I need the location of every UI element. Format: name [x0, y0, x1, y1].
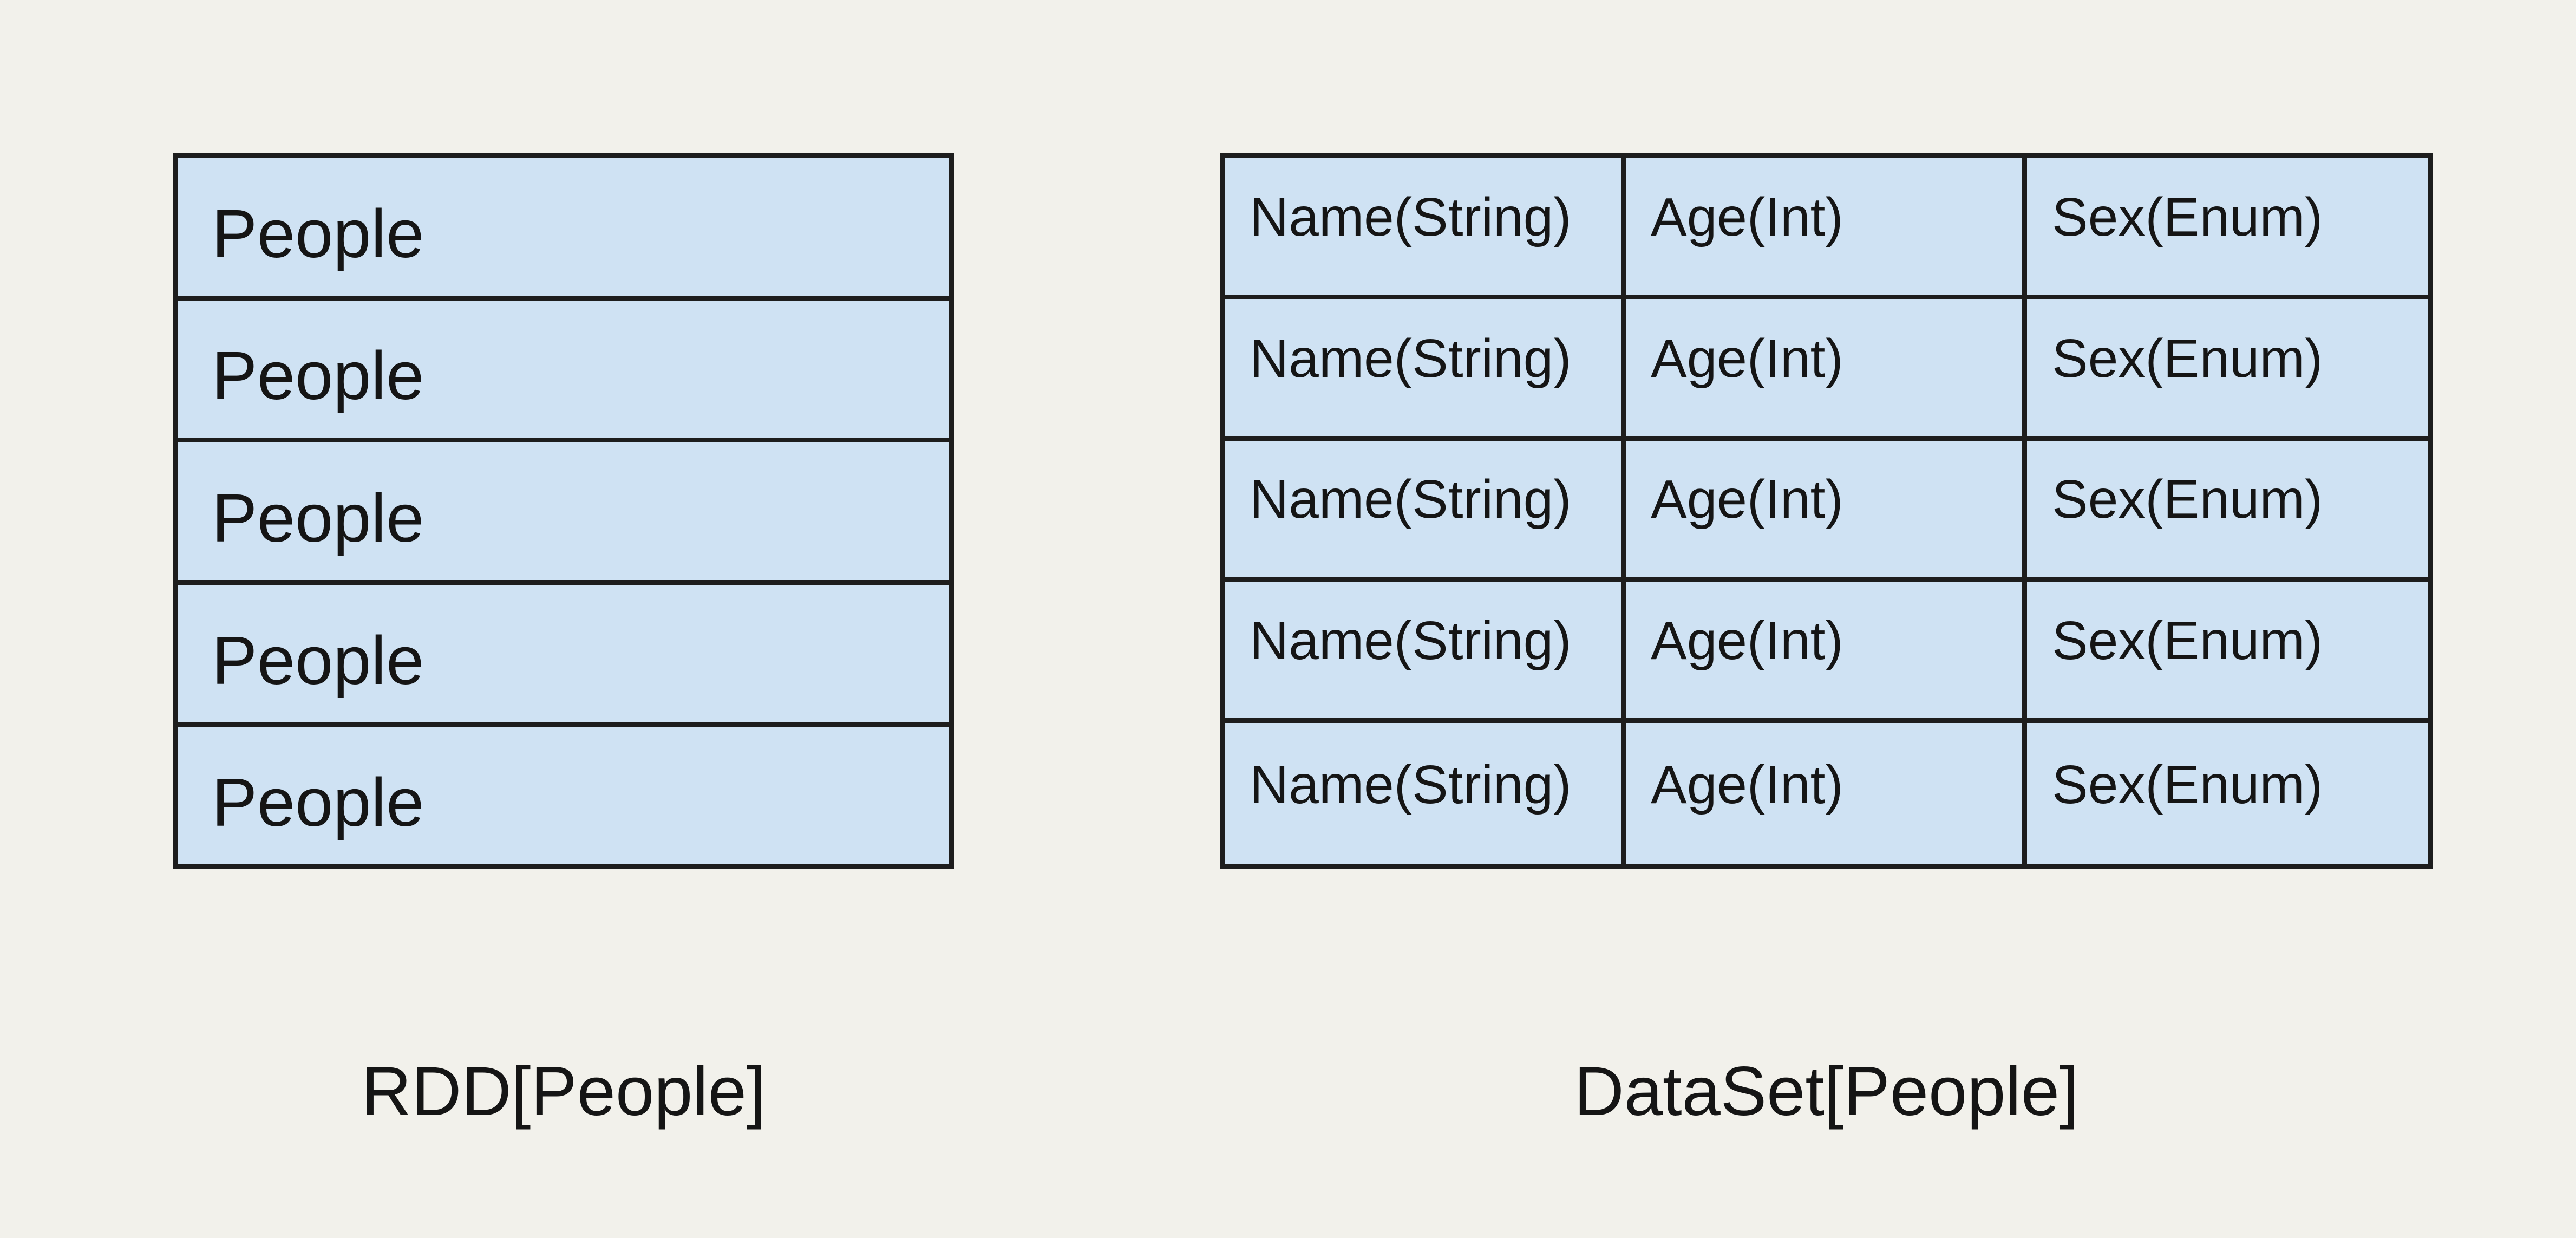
dataset-cell: Name(String): [1225, 440, 1626, 582]
dataset-cell: Name(String): [1225, 299, 1626, 441]
dataset-cell: Sex(Enum): [2027, 299, 2428, 441]
dataset-cell: Sex(Enum): [2027, 441, 2428, 582]
rdd-table: People People People People People: [173, 153, 954, 869]
dataset-cell: Sex(Enum): [2027, 158, 2428, 299]
dataset-label: DataSet[People]: [1574, 1053, 2079, 1130]
rdd-row: People: [212, 764, 424, 841]
rdd-row: People: [178, 585, 949, 727]
rdd-label: RDD[People]: [361, 1053, 766, 1130]
dataset-cell: Name(String): [1225, 582, 1626, 724]
dataset-cell: Name(String): [1225, 723, 1626, 864]
dataset-cell: Age(Int): [1626, 723, 2027, 864]
dataset-cell: Sex(Enum): [2027, 582, 2428, 724]
dataset-cell: Age(Int): [1626, 158, 2027, 299]
dataset-cell: Age(Int): [1626, 582, 2027, 724]
dataset-cell: Age(Int): [1626, 440, 2027, 582]
dataset-cell: Name(String): [1225, 158, 1626, 299]
rdd-row: People: [178, 442, 949, 585]
rdd-row: People: [178, 301, 949, 443]
dataset-cell: Sex(Enum): [2052, 754, 2323, 815]
dataset-table: Name(String) Age(Int) Sex(Enum) Name(Str…: [1220, 153, 2433, 869]
dataset-cell: Age(Int): [1626, 299, 2027, 441]
rdd-row: People: [178, 158, 949, 301]
